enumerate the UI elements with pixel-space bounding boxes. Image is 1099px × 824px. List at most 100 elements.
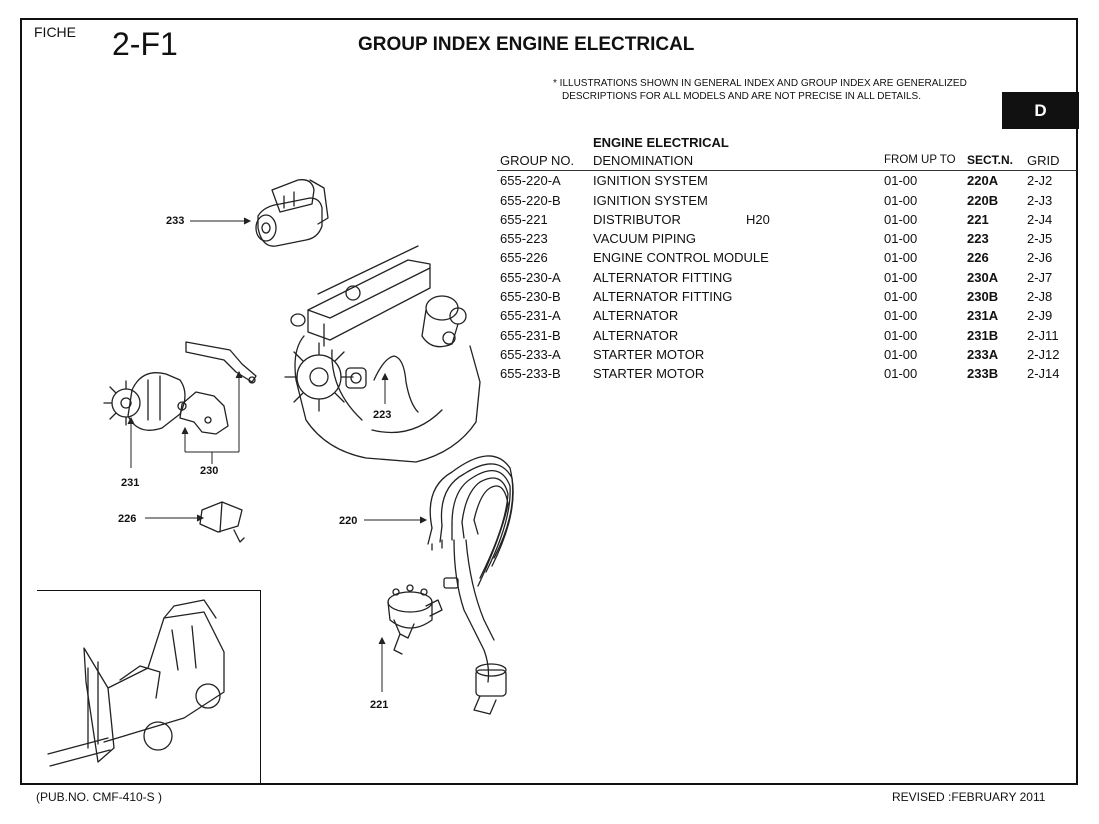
denomination-cell: ALTERNATOR FITTING: [593, 289, 733, 305]
fiche-code: 2-F1: [112, 26, 178, 62]
grid-cell: 2-J9: [1027, 308, 1053, 324]
page-frame: [20, 18, 1078, 785]
denomination-cell: STARTER MOTOR: [593, 346, 705, 362]
group-no-cell: 655-230-A: [500, 269, 561, 285]
callout-231: 231: [121, 477, 139, 489]
page-title: GROUP INDEX ENGINE ELECTRICAL: [358, 34, 695, 55]
ecm-drawing: [199, 501, 245, 543]
denomination-cell: ALTERNATOR: [593, 327, 679, 343]
from-up-to-cell: 01-00: [884, 192, 918, 208]
table-row[interactable]: 655-233-A STARTER MOTOR 01-00 233A 2-J12: [497, 345, 1077, 364]
table-row[interactable]: 655-220-B IGNITION SYSTEM 01-00 220B 2-J3: [497, 191, 1077, 210]
grid-cell: 2-J4: [1027, 211, 1053, 227]
from-up-to-cell: 01-00: [884, 289, 918, 305]
denomination-cell: ENGINE CONTROL MODULE: [593, 250, 769, 266]
from-up-to-cell: 01-00: [884, 173, 918, 189]
from-up-to-cell: 01-00: [884, 366, 918, 382]
engine-block-drawing: [284, 245, 481, 463]
denomination-cell: VACUUM PIPING: [593, 231, 697, 247]
table-row[interactable]: 655-231-A ALTERNATOR 01-00 231A 2-J9: [497, 306, 1077, 325]
group-no-cell: 655-220-B: [500, 192, 561, 208]
denomination-cell: DISTRIBUTOR: [593, 211, 681, 227]
sect-n-cell: 220A: [967, 173, 999, 189]
sect-n-cell: 231A: [967, 308, 999, 324]
ignition-leads-drawing: [427, 455, 514, 715]
callout-221: 221: [370, 699, 388, 711]
leader-lines: [127, 217, 428, 692]
publication-number: (PUB.NO. CMF-410-S ): [36, 790, 163, 804]
revised-date: REVISED :FEBRUARY 2011: [892, 790, 1046, 804]
from-up-to-cell: 01-00: [884, 346, 918, 362]
grid-cell: 2-J12: [1027, 346, 1060, 362]
model-cell: H20: [746, 211, 770, 227]
grid-cell: 2-J6: [1027, 250, 1053, 266]
table-row[interactable]: 655-223 VACUUM PIPING 01-00 223 2-J5: [497, 229, 1077, 248]
table-row[interactable]: 655-230-B ALTERNATOR FITTING 01-00 230B 2-J8: [497, 287, 1077, 306]
group-no-cell: 655-233-B: [500, 366, 561, 382]
callout-220: 220: [339, 515, 357, 527]
from-up-to-cell: 01-00: [884, 308, 918, 324]
alternator-drawing: [103, 372, 186, 431]
group-no-cell: 655-221: [500, 211, 548, 227]
alternator-bracket-drawing: [177, 341, 257, 435]
fiche-label: FICHE: [34, 24, 76, 40]
col-grid: GRID: [1027, 153, 1060, 168]
from-up-to-cell: 01-00: [884, 250, 918, 266]
sect-n-cell: 230B: [967, 289, 999, 305]
sect-n-cell: 226: [967, 250, 989, 266]
table-row[interactable]: 655-221 DISTRIBUTOR H20 01-00 221 2-J4: [497, 210, 1077, 229]
group-index-table: GROUP NO. DENOMINATION FROM UP TO SECT.N…: [497, 151, 1077, 384]
col-from-up-to: FROM UP TO: [884, 154, 956, 166]
callout-226: 226: [118, 513, 136, 525]
col-denomination: DENOMINATION: [593, 153, 694, 168]
denomination-cell: IGNITION SYSTEM: [593, 192, 708, 208]
from-up-to-cell: 01-00: [884, 327, 918, 343]
group-no-cell: 655-230-B: [500, 289, 561, 305]
distributor-drawing: [387, 584, 443, 655]
grid-cell: 2-J7: [1027, 269, 1053, 285]
engine-electrical-illustration: 233 231 230 223 226 220 221: [47, 179, 514, 767]
denomination-cell: ALTERNATOR: [593, 308, 679, 324]
col-group-no: GROUP NO.: [500, 153, 575, 168]
callout-223: 223: [373, 409, 391, 421]
sect-n-cell: 221: [967, 211, 989, 227]
from-up-to-cell: 01-00: [884, 231, 918, 247]
denomination-cell: ALTERNATOR FITTING: [593, 269, 733, 285]
group-no-cell: 655-226: [500, 250, 548, 266]
forklift-inset-frame: [37, 590, 261, 784]
col-sect-n: SECT.N.: [967, 153, 1014, 167]
grid-cell: 2-J11: [1027, 327, 1059, 343]
sect-n-cell: 230A: [967, 269, 999, 285]
sect-n-cell: 231B: [967, 327, 999, 343]
group-no-cell: 655-233-A: [500, 346, 561, 362]
table-row[interactable]: 655-226 ENGINE CONTROL MODULE 01-00 226 2-J6: [497, 248, 1077, 267]
denomination-cell: IGNITION SYSTEM: [593, 173, 708, 189]
table-row[interactable]: 655-231-B ALTERNATOR 01-00 231B 2-J11: [497, 326, 1077, 345]
table-heading: ENGINE ELECTRICAL: [593, 135, 729, 150]
grid-cell: 2-J8: [1027, 289, 1053, 305]
table-row[interactable]: 655-220-A IGNITION SYSTEM 01-00 220A 2-J2: [497, 171, 1077, 190]
grid-cell: 2-J5: [1027, 231, 1053, 247]
section-tab[interactable]: D: [1002, 92, 1079, 129]
disclaimer-note: * ILLUSTRATIONS SHOWN IN GENERAL INDEX A…: [553, 77, 967, 103]
forklift-drawing: [47, 599, 225, 767]
from-up-to-cell: 01-00: [884, 211, 918, 227]
grid-cell: 2-J14: [1027, 366, 1060, 382]
sect-n-cell: 233A: [967, 346, 999, 362]
callout-230: 230: [200, 465, 218, 477]
denomination-cell: STARTER MOTOR: [593, 366, 705, 382]
table-header-row: GROUP NO. DENOMINATION FROM UP TO SECT.N…: [497, 151, 1077, 172]
note-line-1: * ILLUSTRATIONS SHOWN IN GENERAL INDEX A…: [553, 78, 967, 89]
grid-cell: 2-J2: [1027, 173, 1053, 189]
starter-motor-drawing: [255, 179, 329, 247]
group-no-cell: 655-231-B: [500, 327, 561, 343]
sect-n-cell: 220B: [967, 192, 999, 208]
group-no-cell: 655-220-A: [500, 173, 561, 189]
group-no-cell: 655-223: [500, 231, 548, 247]
grid-cell: 2-J3: [1027, 192, 1053, 208]
callout-233: 233: [166, 215, 184, 227]
group-no-cell: 655-231-A: [500, 308, 561, 324]
sect-n-cell: 223: [967, 231, 989, 247]
